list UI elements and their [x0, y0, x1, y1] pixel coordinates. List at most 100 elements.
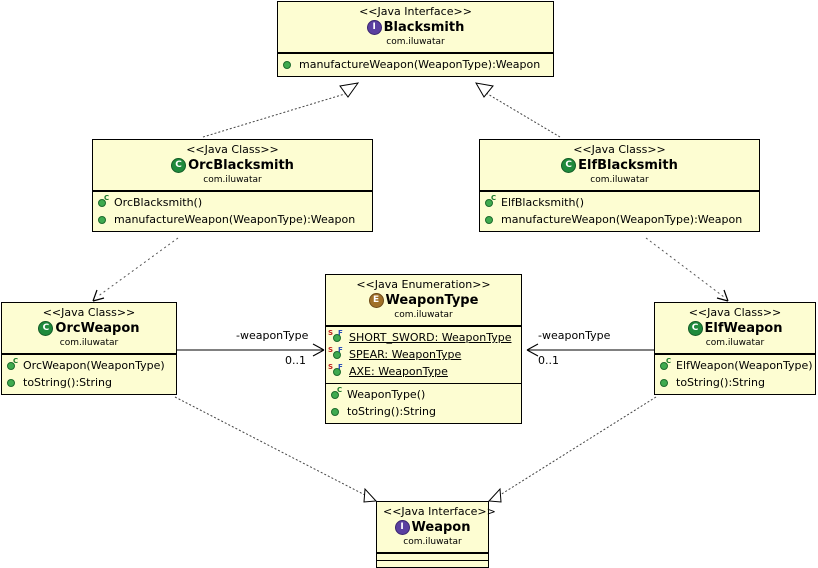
node-header-elf-weapon: <<Java Class>> C ElfWeapon com.iluwatar	[655, 303, 815, 354]
uml-class-orc-weapon[interactable]: <<Java Class>> C OrcWeapon com.iluwatar …	[1, 302, 177, 395]
stereotype-blacksmith: <<Java Interface>>	[359, 5, 472, 18]
public-method-icon	[97, 213, 111, 226]
stereotype-orc-blacksmith: <<Java Class>>	[186, 143, 279, 156]
public-constructor-icon: C	[484, 194, 498, 209]
member-label: manufactureWeapon(WeaponType):Weapon	[299, 58, 541, 71]
member-label: AXE: WeaponType	[349, 365, 448, 378]
member-row[interactable]: C OrcWeapon(WeaponType)	[2, 357, 176, 374]
member-row[interactable]: toString():String	[2, 374, 176, 391]
node-title-elf-weapon: C ElfWeapon	[661, 320, 809, 337]
member-label: WeaponType()	[347, 388, 426, 401]
node-package-weapon: com.iluwatar	[403, 537, 462, 547]
uml-class-blacksmith[interactable]: <<Java Interface>> I Blacksmith com.iluw…	[277, 1, 554, 77]
member-row[interactable]: C ElfBlacksmith()	[480, 194, 759, 211]
node-title-orc-blacksmith: C OrcBlacksmith	[99, 157, 366, 174]
member-label: toString():String	[347, 405, 436, 418]
methods-compartment-weapon-type: C WeaponType() toString():String	[326, 383, 521, 423]
member-row[interactable]: manufactureWeapon(WeaponType):Weapon	[93, 211, 372, 228]
member-row[interactable]: manufactureWeapon(WeaponType):Weapon	[278, 56, 553, 73]
association-role-elf-weapontype: -weaponType	[538, 329, 611, 342]
public-method-icon	[6, 376, 20, 389]
member-label: OrcBlacksmith()	[114, 196, 203, 209]
methods-compartment-orc-blacksmith: C OrcBlacksmith() manufactureWeapon(Weap…	[93, 191, 372, 231]
uml-enum-weapon-type[interactable]: <<Java Enumeration>> E WeaponType com.il…	[325, 274, 522, 424]
methods-compartment-weapon	[377, 560, 488, 567]
public-constructor-icon: C	[6, 357, 20, 372]
node-name-orc-blacksmith: OrcBlacksmith	[188, 158, 294, 173]
uml-class-elf-blacksmith[interactable]: <<Java Class>> C ElfBlacksmith com.iluwa…	[479, 139, 760, 232]
class-icon: C	[171, 158, 187, 173]
member-label: manufactureWeapon(WeaponType):Weapon	[114, 213, 356, 226]
node-name-orc-weapon: OrcWeapon	[55, 321, 140, 336]
association-multiplicity-elf-weapontype: 0..1	[538, 354, 559, 367]
class-icon: C	[38, 321, 54, 336]
node-name-elf-blacksmith: ElfBlacksmith	[578, 158, 678, 173]
uml-class-weapon[interactable]: <<Java Interface>> I Weapon com.iluwatar	[376, 501, 496, 568]
node-name-elf-weapon: ElfWeapon	[704, 321, 783, 336]
member-label: toString():String	[23, 376, 112, 389]
member-label: SHORT_SWORD: WeaponType	[349, 331, 512, 344]
edge-orc-blacksmith-depends-orc-weapon	[92, 237, 179, 302]
stereotype-orc-weapon: <<Java Class>>	[42, 306, 136, 319]
node-package-orc-weapon: com.iluwatar	[59, 338, 119, 348]
node-name-weapon: Weapon	[411, 520, 471, 535]
node-title-blacksmith: I Blacksmith	[284, 19, 547, 36]
node-title-weapon: I Weapon	[383, 519, 482, 536]
member-label: SPEAR: WeaponType	[349, 348, 462, 361]
uml-class-orc-blacksmith[interactable]: <<Java Class>> C OrcBlacksmith com.iluwa…	[92, 139, 373, 232]
methods-compartment-orc-weapon: C OrcWeapon(WeaponType) toString():Strin…	[2, 354, 176, 394]
node-header-blacksmith: <<Java Interface>> I Blacksmith com.iluw…	[278, 2, 553, 53]
public-method-icon	[330, 405, 344, 418]
interface-icon: I	[394, 520, 410, 535]
methods-compartment-blacksmith: manufactureWeapon(WeaponType):Weapon	[278, 53, 553, 76]
node-name-blacksmith: Blacksmith	[383, 20, 465, 35]
edge-elf-blacksmith-depends-elf-weapon	[645, 237, 729, 302]
interface-icon: I	[366, 20, 382, 35]
member-row[interactable]: C OrcBlacksmith()	[93, 194, 372, 211]
member-label: OrcWeapon(WeaponType)	[23, 359, 165, 372]
member-label: ElfBlacksmith()	[501, 196, 585, 209]
public-constructor-icon: C	[97, 194, 111, 209]
edge-orc-blacksmith-realizes-blacksmith	[202, 82, 360, 138]
stereotype-elf-blacksmith: <<Java Class>>	[573, 143, 666, 156]
stereotype-weapon-type: <<Java Enumeration>>	[356, 278, 491, 291]
methods-compartment-elf-weapon: C ElfWeapon(WeaponType) toString():Strin…	[655, 354, 815, 394]
node-header-orc-blacksmith: <<Java Class>> C OrcBlacksmith com.iluwa…	[93, 140, 372, 191]
public-method-icon	[659, 376, 673, 389]
node-title-elf-blacksmith: C ElfBlacksmith	[486, 157, 753, 174]
member-row[interactable]: C WeaponType()	[326, 386, 521, 403]
enum-icon: E	[368, 293, 384, 308]
node-package-orc-blacksmith: com.iluwatar	[203, 175, 262, 185]
node-package-blacksmith: com.iluwatar	[386, 37, 445, 47]
member-row[interactable]: C ElfWeapon(WeaponType)	[655, 357, 815, 374]
member-row[interactable]: manufactureWeapon(WeaponType):Weapon	[480, 211, 759, 228]
member-label: toString():String	[676, 376, 765, 389]
member-row[interactable]: toString():String	[326, 403, 521, 420]
node-name-weapon-type: WeaponType	[385, 293, 479, 308]
node-package-elf-blacksmith: com.iluwatar	[590, 175, 649, 185]
public-method-icon	[484, 213, 498, 226]
class-icon: C	[687, 321, 703, 336]
node-title-weapon-type: E WeaponType	[332, 292, 515, 309]
public-constructor-icon: C	[330, 386, 344, 401]
fields-compartment-weapon	[377, 553, 488, 560]
public-constructor-icon: C	[659, 357, 673, 372]
member-label: manufactureWeapon(WeaponType):Weapon	[501, 213, 743, 226]
class-icon: C	[561, 158, 577, 173]
stereotype-elf-weapon: <<Java Class>>	[688, 306, 782, 319]
node-header-orc-weapon: <<Java Class>> C OrcWeapon com.iluwatar	[2, 303, 176, 354]
uml-class-elf-weapon[interactable]: <<Java Class>> C ElfWeapon com.iluwatar …	[654, 302, 816, 395]
public-method-icon	[282, 58, 296, 71]
node-package-elf-weapon: com.iluwatar	[705, 338, 765, 348]
member-row[interactable]: toString():String	[655, 374, 815, 391]
association-role-orc-weapontype: -weaponType	[236, 329, 309, 342]
node-header-elf-blacksmith: <<Java Class>> C ElfBlacksmith com.iluwa…	[480, 140, 759, 191]
node-package-weapon-type: com.iluwatar	[394, 310, 453, 320]
